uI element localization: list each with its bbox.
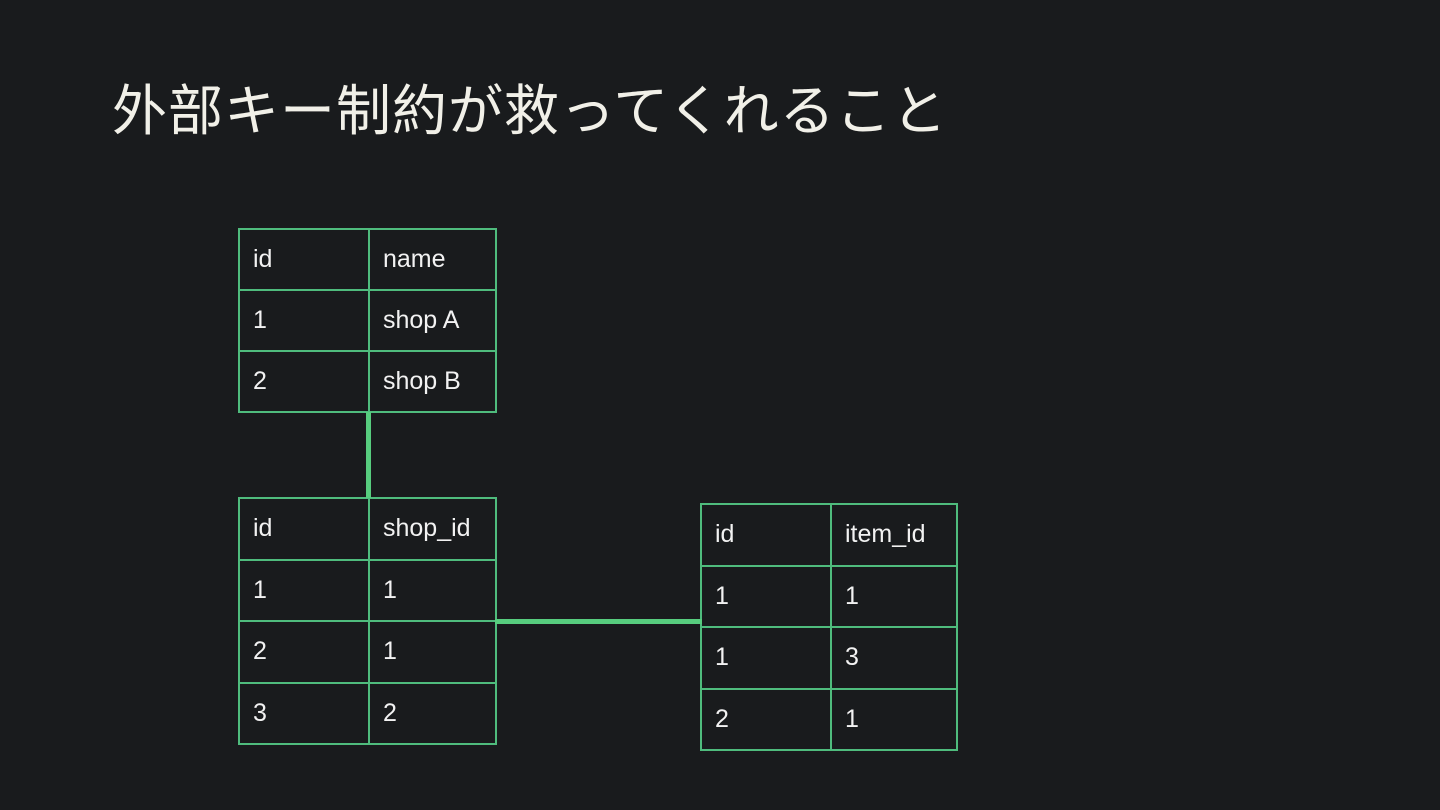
table-row: 3 2 [238, 681, 497, 745]
header-cell: id [238, 228, 370, 291]
table-row: 1 1 [700, 564, 958, 628]
table-header-row: id name [238, 228, 497, 291]
slide-title: 外部キー制約が救ってくれること [112, 80, 948, 142]
table-cell: 1 [238, 558, 370, 622]
table-row: 1 1 [238, 558, 497, 622]
table-id-item_id: id item_id 1 1 1 3 2 1 [700, 503, 958, 751]
table-id-shop_id: id shop_id 1 1 2 1 3 2 [238, 497, 497, 745]
table-cell: 2 [238, 620, 370, 684]
table-row: 2 shop B [238, 350, 497, 413]
table-cell: 1 [368, 558, 497, 622]
table-cell: 1 [700, 626, 832, 690]
relationship-line-vertical [366, 412, 371, 498]
table-row: 1 shop A [238, 289, 497, 352]
table-cell: shop B [368, 350, 497, 413]
relationship-line-horizontal [495, 619, 702, 624]
table-cell: 3 [238, 681, 370, 745]
table-cell: shop A [368, 289, 497, 352]
table-row: 1 3 [700, 626, 958, 690]
table-cell: 2 [368, 681, 497, 745]
table-header-row: id item_id [700, 503, 958, 567]
table-cell: 1 [830, 687, 958, 751]
header-cell: item_id [830, 503, 958, 567]
table-cell: 3 [830, 626, 958, 690]
header-cell: shop_id [368, 497, 497, 561]
table-row: 2 1 [238, 620, 497, 684]
table-header-row: id shop_id [238, 497, 497, 561]
header-cell: name [368, 228, 497, 291]
table-cell: 1 [238, 289, 370, 352]
table-row: 2 1 [700, 687, 958, 751]
table-cell: 2 [238, 350, 370, 413]
table-cell: 2 [700, 687, 832, 751]
table-cell: 1 [368, 620, 497, 684]
table-id-name: id name 1 shop A 2 shop B [238, 228, 497, 413]
header-cell: id [700, 503, 832, 567]
table-cell: 1 [700, 564, 832, 628]
table-cell: 1 [830, 564, 958, 628]
header-cell: id [238, 497, 370, 561]
